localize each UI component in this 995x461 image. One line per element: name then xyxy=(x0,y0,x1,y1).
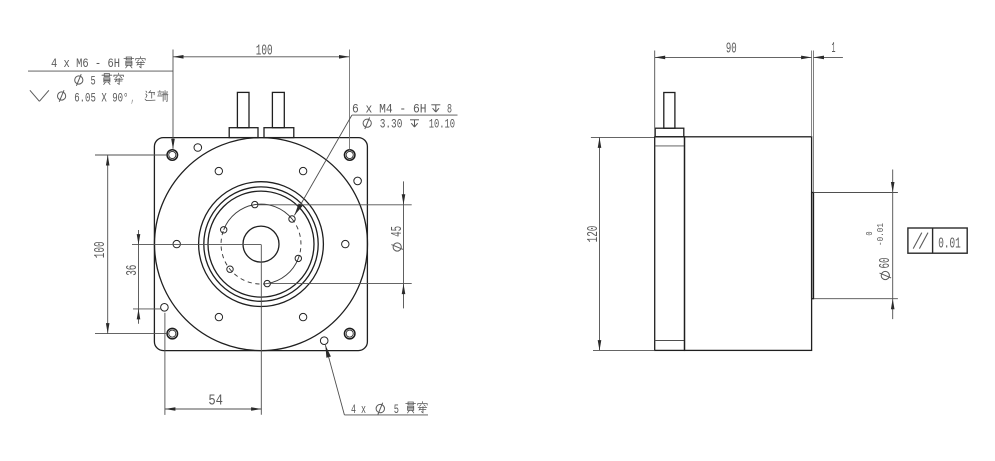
svg-text:120: 120 xyxy=(585,226,602,243)
svg-text:0: 0 xyxy=(865,231,875,235)
svg-text:10.10: 10.10 xyxy=(429,117,455,132)
svg-text:5: 5 xyxy=(91,73,96,88)
svg-text:54: 54 xyxy=(208,393,223,410)
svg-text:36: 36 xyxy=(124,265,141,276)
svg-text:6 x M4 - 6H: 6 x M4 - 6H xyxy=(352,102,427,117)
svg-text:45: 45 xyxy=(389,226,406,237)
svg-text:4 x M6 - 6H: 4 x M6 - 6H xyxy=(51,56,120,71)
svg-text:,: , xyxy=(131,90,134,105)
svg-text:90: 90 xyxy=(726,40,737,57)
svg-text:60: 60 xyxy=(877,258,894,269)
svg-text:8: 8 xyxy=(447,102,452,117)
svg-text:4 x: 4 x xyxy=(351,402,366,417)
svg-text:6.05 X 90°: 6.05 X 90° xyxy=(74,90,128,105)
svg-text:1: 1 xyxy=(832,40,836,57)
svg-text:5: 5 xyxy=(394,402,399,417)
svg-text:3.30: 3.30 xyxy=(380,117,403,132)
svg-text:100: 100 xyxy=(92,241,109,258)
svg-text:-0.01: -0.01 xyxy=(876,223,886,246)
svg-text:0.01: 0.01 xyxy=(938,235,961,252)
svg-text:100: 100 xyxy=(256,43,273,60)
